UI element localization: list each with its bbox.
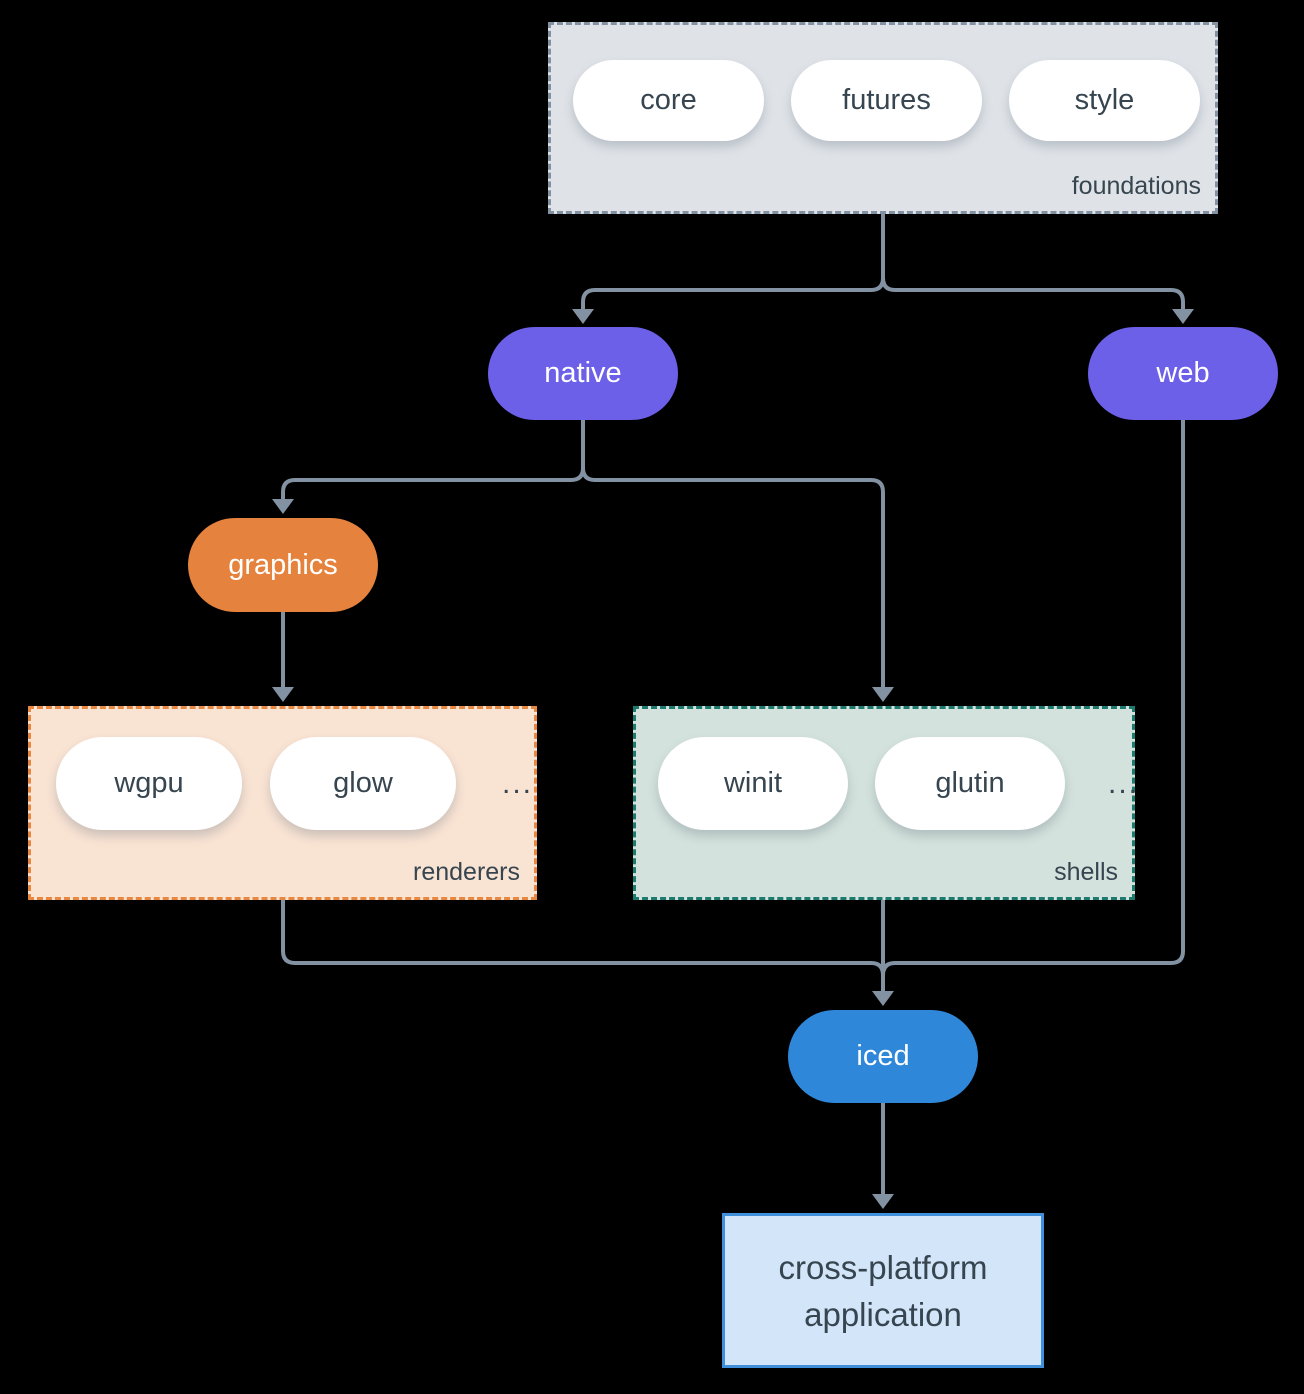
foundations-group: core futures style foundations (548, 22, 1218, 214)
arrowhead-app (872, 1194, 894, 1209)
shells-label: shells (1054, 858, 1118, 886)
arrowhead-graphics (272, 499, 294, 514)
arrowhead-web (1172, 309, 1194, 324)
node-graphics: graphics (188, 518, 378, 612)
node-core: core (573, 60, 764, 141)
app-label-line2: application (804, 1295, 962, 1333)
edge-native-shells (581, 420, 885, 690)
node-wgpu: wgpu (56, 737, 242, 830)
app-label-line1: cross-platform (778, 1248, 988, 1286)
node-native: native (488, 327, 678, 420)
shells-pill-row: winit glutin ... (658, 737, 1139, 830)
edge-foundations-native (581, 214, 885, 312)
renderers-ellipsis: ... (502, 766, 534, 800)
foundations-label: foundations (1071, 172, 1201, 200)
node-cross-platform-application: cross-platform application (722, 1213, 1044, 1368)
shells-group: winit glutin ... shells (633, 706, 1137, 900)
arrowhead-shells (872, 687, 894, 702)
arrowhead-iced (872, 991, 894, 1006)
node-web: web (1088, 327, 1278, 420)
renderers-label: renderers (413, 858, 520, 886)
node-winit: winit (658, 737, 848, 830)
node-glutin: glutin (875, 737, 1065, 830)
renderers-pill-row: wgpu glow ... (56, 737, 533, 830)
edge-foundations-web (881, 214, 1185, 312)
node-iced: iced (788, 1010, 978, 1103)
node-futures: futures (791, 60, 982, 141)
node-glow: glow (270, 737, 456, 830)
edge-native-graphics (281, 420, 585, 502)
renderers-group: wgpu glow ... renderers (28, 706, 537, 900)
foundations-pill-row: core futures style (573, 60, 1200, 141)
edge-renderers-iced (281, 900, 885, 976)
arrowhead-native (572, 309, 594, 324)
arrowhead-renderers (272, 687, 294, 702)
node-style: style (1009, 60, 1200, 141)
shells-ellipsis: ... (1108, 766, 1140, 800)
